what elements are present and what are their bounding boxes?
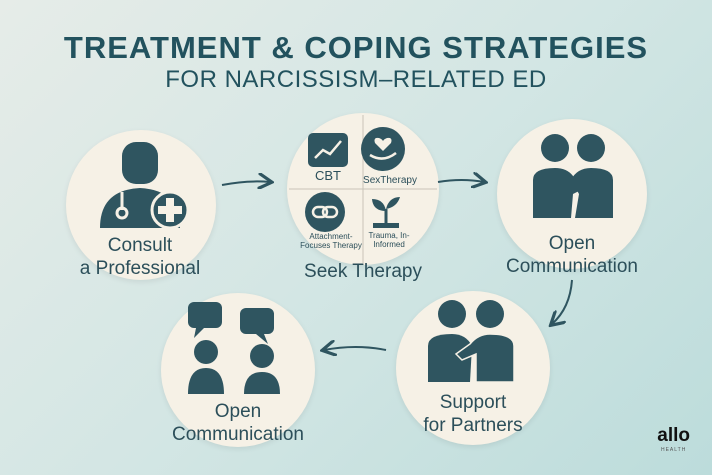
label-line: Consult (107, 235, 173, 256)
quadrant-dividers (289, 115, 437, 263)
arrow-2 (437, 180, 484, 182)
link-icon (305, 192, 345, 232)
title: TREATMENT & COPING STRATEGIES (63, 30, 649, 65)
quadrant-attachment: Attachment- Focuses Therapy (300, 232, 362, 250)
doctor-icon (100, 142, 190, 230)
arrow-1 (221, 181, 270, 185)
support-icon (428, 300, 515, 383)
label-line: for Partners (423, 415, 523, 436)
quadrant-sex-therapy: SexTherapy (363, 175, 417, 186)
quadrant-trauma: Trauma, In- Informed (368, 231, 410, 249)
heart-hand-icon (361, 127, 405, 171)
step-support-circle (396, 291, 550, 445)
label-line: a Professional (79, 258, 201, 279)
step-open-communication-circle (161, 293, 315, 447)
arrow-3 (552, 279, 573, 324)
label-line: Support (439, 392, 507, 413)
label-line: Open (214, 401, 262, 422)
sprout-icon (372, 197, 400, 228)
quadrant-cbt: CBT (315, 168, 341, 183)
label-line: Open (548, 233, 596, 254)
logo-sub: HEALTH (660, 447, 687, 453)
hug-icon (533, 134, 613, 218)
label-line: Communication (506, 256, 638, 277)
chart-icon (308, 133, 348, 167)
arrow-4 (324, 347, 387, 350)
conversation-icon (188, 302, 280, 394)
label-line: Communication (172, 424, 304, 445)
step-therapy-label: Seek Therapy (304, 261, 422, 282)
subtitle: FOR NARCISSISM–RELATED ED (165, 66, 547, 93)
logo-text: allo (657, 425, 690, 446)
